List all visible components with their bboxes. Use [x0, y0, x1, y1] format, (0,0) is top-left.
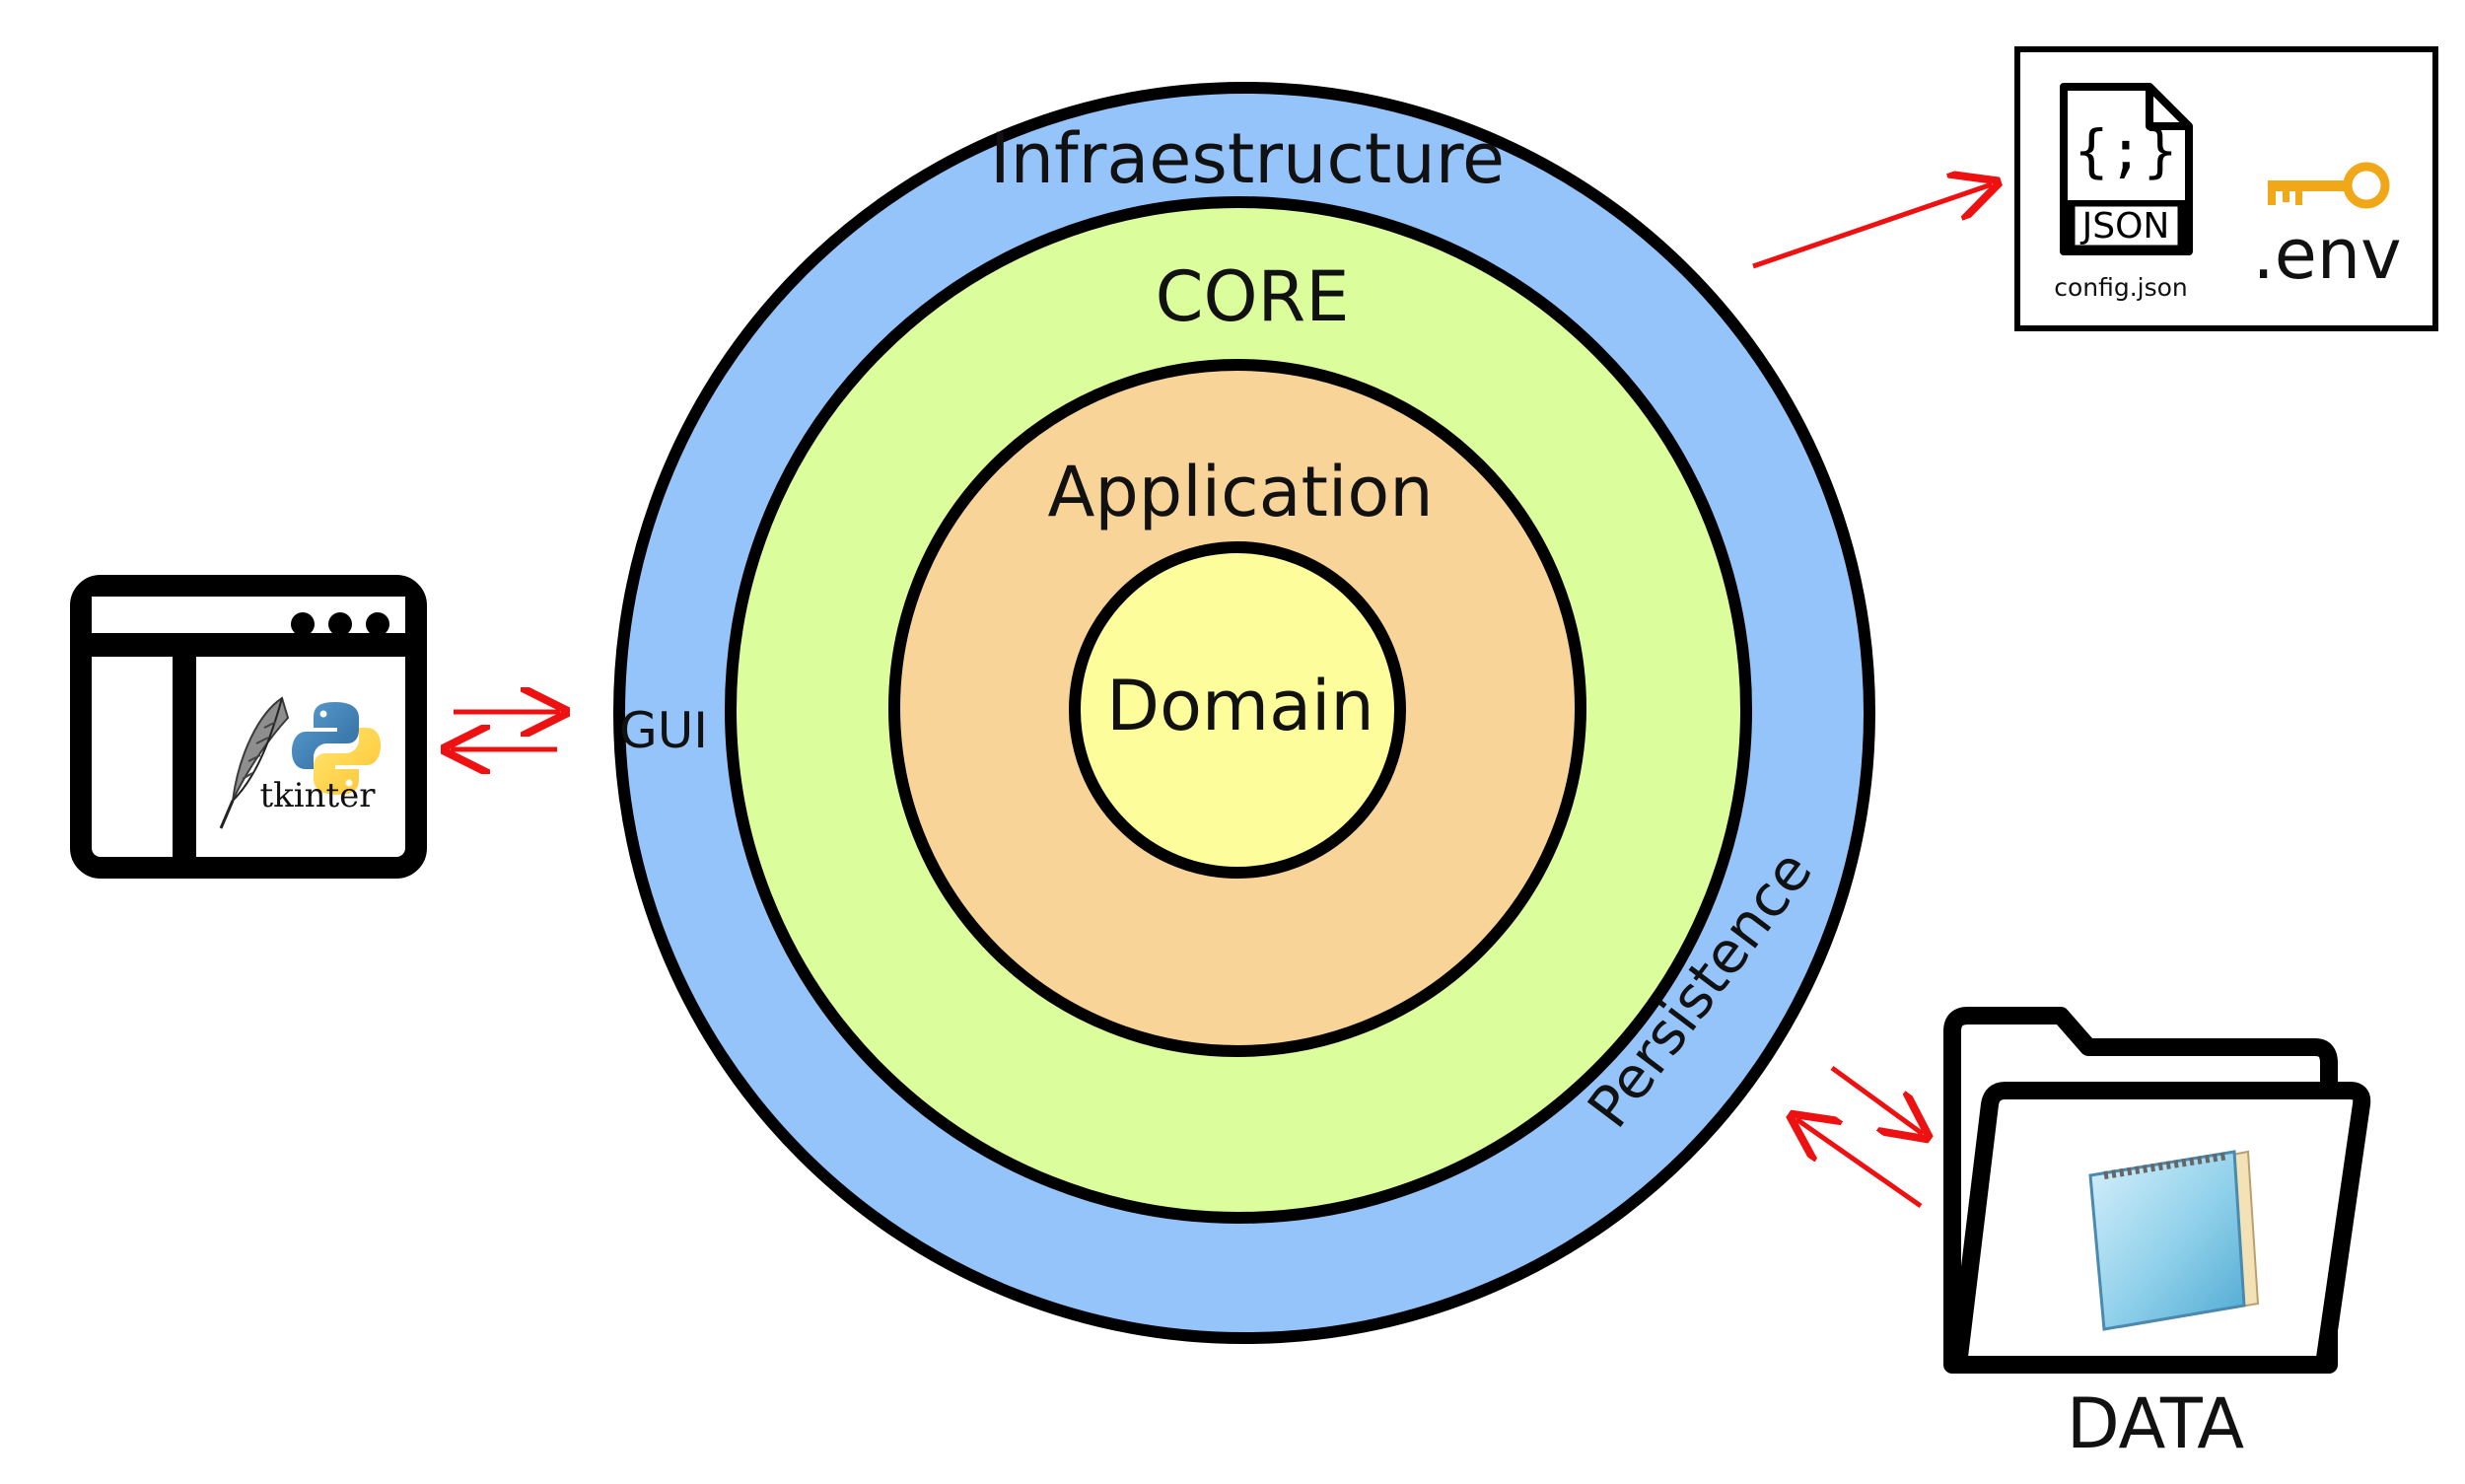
- tkinter-label: tkinter: [259, 776, 376, 815]
- persistence-arrow-to-data: [1830, 1065, 1923, 1134]
- gui-port-label: GUI: [619, 702, 708, 759]
- window-menu-dot: [366, 612, 389, 636]
- env-filename: .env: [2252, 214, 2401, 295]
- data-label: DATA: [2067, 1383, 2244, 1464]
- gui-window-icon: [70, 575, 427, 879]
- json-braces-glyph: {;}: [2075, 117, 2178, 184]
- feather-icon: [219, 696, 290, 829]
- domain-label: Domain: [1106, 666, 1374, 746]
- json-file-icon: JSON {;}: [2060, 83, 2193, 255]
- domain-circle: [1069, 541, 1406, 879]
- application-label: Application: [1047, 452, 1433, 532]
- config-json-filename: config.json: [2054, 273, 2188, 302]
- persistence-arrow-from-data: [1796, 1119, 1923, 1209]
- config-arrow: [1752, 184, 1992, 269]
- window-menu-dot: [291, 612, 315, 636]
- json-badge-label: JSON: [2080, 206, 2170, 247]
- core-label: CORE: [1156, 256, 1350, 337]
- notepad-icon: [2088, 1150, 2260, 1331]
- window-menu-dot: [328, 612, 352, 636]
- key-icon: [2268, 162, 2390, 209]
- python-icon: [292, 702, 381, 795]
- infrastructure-label: Infraestructure: [990, 118, 1505, 199]
